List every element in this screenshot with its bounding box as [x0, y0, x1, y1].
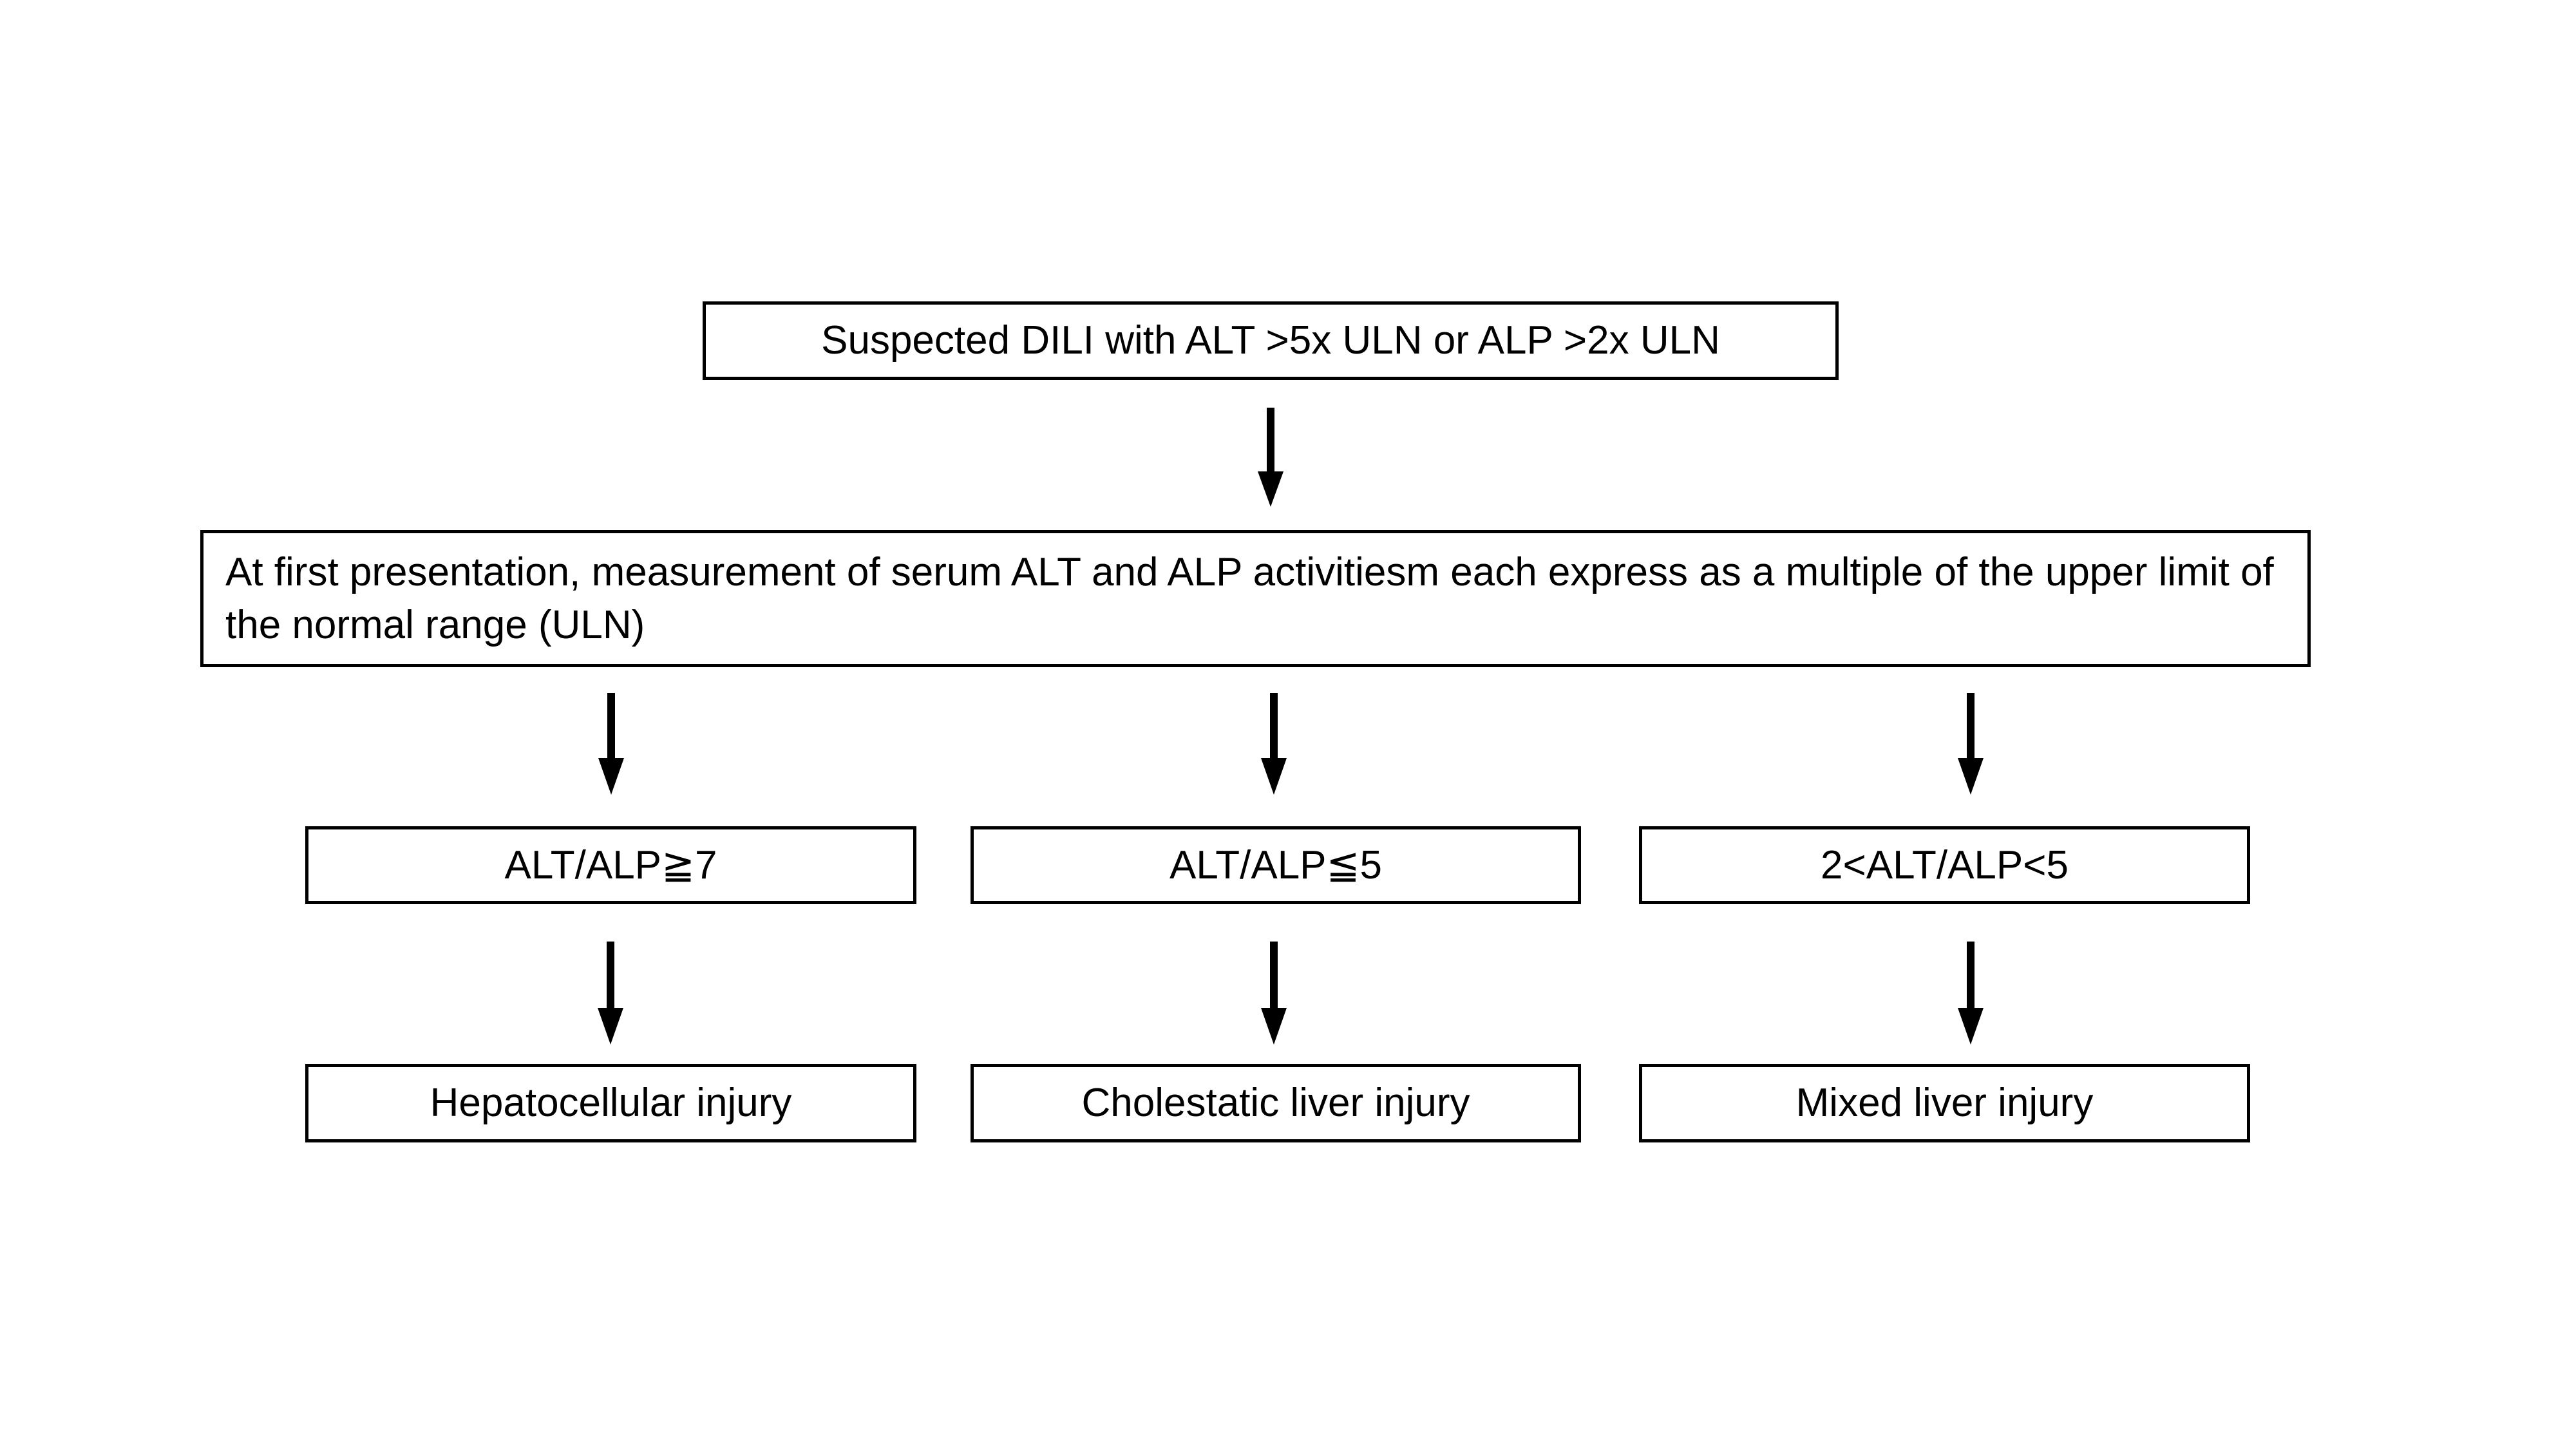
arrow-down-to-criteria-3 [1956, 693, 1985, 795]
flowchart-node-outcome-mixed: Mixed liver injury [1639, 1064, 2250, 1142]
flowchart-node-outcome-cholestatic: Cholestatic liver injury [971, 1064, 1581, 1142]
node-label: Cholestatic liver injury [1081, 1081, 1470, 1126]
flowchart-node-measurement: At first presentation, measurement of se… [200, 530, 2311, 667]
arrow-down-to-criteria-2 [1260, 693, 1288, 795]
node-label: ALT/ALP≧7 [504, 842, 717, 887]
node-label: Hepatocellular injury [430, 1081, 792, 1126]
flowchart-node-suspected-dili: Suspected DILI with ALT >5x ULN or ALP >… [703, 301, 1839, 380]
node-label: At first presentation, measurement of se… [225, 549, 2286, 647]
flowchart-node-criteria-ratio-ge-5: ALT/ALP≧7 [305, 826, 916, 904]
arrow-down-to-outcome-1 [596, 942, 625, 1045]
node-label: Mixed liver injury [1795, 1081, 2094, 1126]
arrow-down-to-outcome-2 [1260, 942, 1288, 1045]
arrow-down-to-criteria-1 [597, 693, 625, 795]
arrow-down-to-measurement [1256, 408, 1285, 507]
flowchart-node-criteria-ratio-le-5: ALT/ALP≦5 [971, 826, 1581, 904]
arrow-down-to-outcome-3 [1956, 942, 1985, 1045]
flowchart-node-outcome-hepatocellular: Hepatocellular injury [305, 1064, 916, 1142]
flowchart-node-criteria-ratio-mixed: 2<ALT/ALP<5 [1639, 826, 2250, 904]
node-label: 2<ALT/ALP<5 [1821, 842, 2069, 887]
node-label: Suspected DILI with ALT >5x ULN or ALP >… [821, 318, 1720, 363]
node-label: ALT/ALP≦5 [1170, 842, 1382, 887]
